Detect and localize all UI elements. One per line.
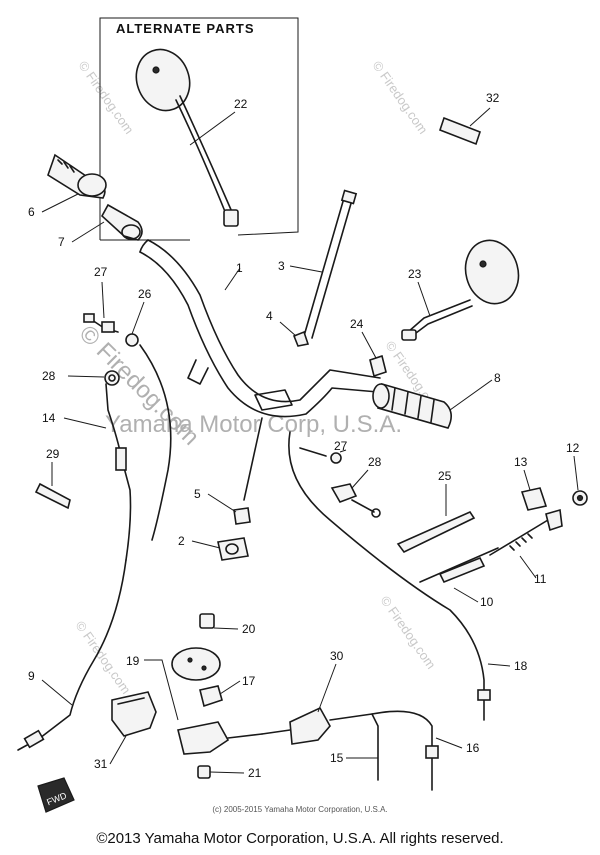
- callout-28-right: 28: [368, 455, 382, 469]
- watermark-small: © Firedog.com: [370, 58, 431, 137]
- bolt-30: [34, 462, 71, 510]
- throttle-housing: [177, 721, 263, 755]
- callout-20: 20: [242, 622, 256, 636]
- screw-20: [199, 613, 239, 630]
- grip-8: [372, 379, 493, 429]
- screw-21: [197, 765, 245, 779]
- adjuster-26: [125, 301, 145, 347]
- callout-29: 28: [42, 369, 56, 383]
- callout-8: 8: [494, 371, 501, 385]
- decal-33: [439, 107, 491, 146]
- copyright-notice: ©2013 Yamaha Motor Corporation, U.S.A. A…: [96, 830, 504, 847]
- cable-16: [329, 710, 463, 791]
- watermark-small: © Firedog.com: [73, 618, 134, 697]
- callout-1: 1: [236, 261, 243, 275]
- callout-labels: 22 32 6 7 1 3 23 27 26 4 24 8 28 14 29 2…: [28, 91, 580, 780]
- watermark-small: © Firedog.com: [76, 58, 137, 137]
- clip-5: [207, 417, 263, 525]
- holder-2: [191, 537, 249, 561]
- callout-4: 4: [266, 309, 273, 323]
- clip-24: [361, 331, 387, 378]
- watermark-small: © Firedog.com: [378, 593, 439, 672]
- callout-26: 26: [138, 287, 152, 301]
- grip-6: [41, 153, 107, 213]
- nut-29: [67, 370, 120, 386]
- callout-27: 27: [334, 439, 348, 453]
- watermark-group: © Firedog.com © Firedog.com © Firedog.co…: [73, 58, 444, 697]
- mirror-23: [401, 239, 520, 341]
- cable-end-11: [489, 508, 563, 579]
- handlebar-1: [139, 239, 381, 418]
- bracket-28-left: [83, 281, 119, 333]
- callout-15: 15: [330, 751, 344, 765]
- switch-32: [109, 691, 157, 765]
- cable-10: [419, 547, 499, 603]
- callout-19: 19: [126, 654, 140, 668]
- alternate-parts-border: [99, 17, 299, 240]
- callout-25: 25: [438, 469, 452, 483]
- callout-30: 29: [46, 447, 60, 461]
- bracket-27: [299, 447, 347, 464]
- fwd-arrow: FWD: [37, 777, 75, 813]
- switch-31: [261, 663, 337, 745]
- rod-3: [289, 189, 358, 339]
- callout-14: 14: [42, 411, 56, 425]
- callout-2: 2: [178, 534, 185, 548]
- housing-19: [144, 647, 221, 721]
- callout-7: 7: [58, 235, 65, 249]
- watermark-large: Yamaha Motor Corp, U.S.A.: [105, 411, 402, 438]
- callout-22: 22: [234, 97, 248, 111]
- callout-31: 30: [330, 649, 344, 663]
- nut-12: [572, 455, 588, 506]
- screw-4: [279, 321, 310, 347]
- callout-24: 24: [350, 317, 364, 331]
- callout-13: 13: [514, 455, 528, 469]
- callout-3: 3: [278, 259, 285, 273]
- callout-5: 5: [194, 487, 201, 501]
- callout-11: 11: [534, 572, 547, 586]
- grip-sleeve-7: [71, 203, 143, 243]
- callout-21: 21: [248, 766, 262, 780]
- callout-23: 23: [408, 267, 422, 281]
- bracket-28-right: [330, 469, 381, 518]
- screw-17: [199, 680, 241, 708]
- callout-28-left: 27: [94, 265, 108, 279]
- fine-print: (c) 2005-2015 Yamaha Motor Corporation, …: [212, 805, 387, 814]
- strap-25: [396, 484, 476, 554]
- callout-9: 9: [28, 669, 35, 683]
- callout-12: 12: [566, 441, 580, 455]
- callout-32: 31: [94, 757, 108, 771]
- callout-10: 10: [480, 595, 494, 609]
- mirror-22: [135, 48, 239, 227]
- callout-18: 18: [514, 659, 528, 673]
- boot-13: [520, 469, 548, 511]
- callout-33: 32: [486, 91, 500, 105]
- alternate-parts-title: ALTERNATE PARTS: [116, 21, 255, 36]
- cable-9: [17, 559, 127, 751]
- cable-18: [288, 431, 511, 721]
- callout-16: 16: [466, 741, 480, 755]
- callout-17: 17: [242, 674, 256, 688]
- alternate-parts-box: ALTERNATE PARTS: [99, 17, 299, 241]
- callout-6: 6: [28, 205, 35, 219]
- cable-14: [63, 344, 172, 561]
